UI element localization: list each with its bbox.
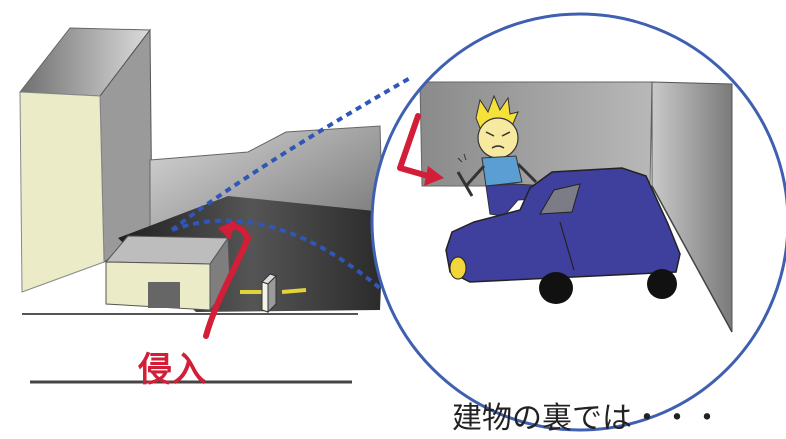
caption-text: 建物の裏では・・・ — [452, 401, 722, 436]
dotted-line-lower — [171, 218, 384, 292]
intrusion-label: 侵入 — [138, 350, 206, 390]
red-arrow-small — [397, 113, 444, 186]
dotted-line-upper — [170, 76, 411, 232]
car-headlight — [449, 256, 467, 280]
car-wheel-front — [539, 272, 573, 304]
parking-post — [261, 273, 277, 314]
intrusion-arrow — [203, 220, 251, 339]
car-wheel-rear — [647, 269, 677, 299]
small-building — [104, 235, 231, 312]
tall-building — [19, 27, 153, 293]
car — [445, 167, 681, 304]
yellow-lane-mark-2 — [281, 288, 307, 294]
